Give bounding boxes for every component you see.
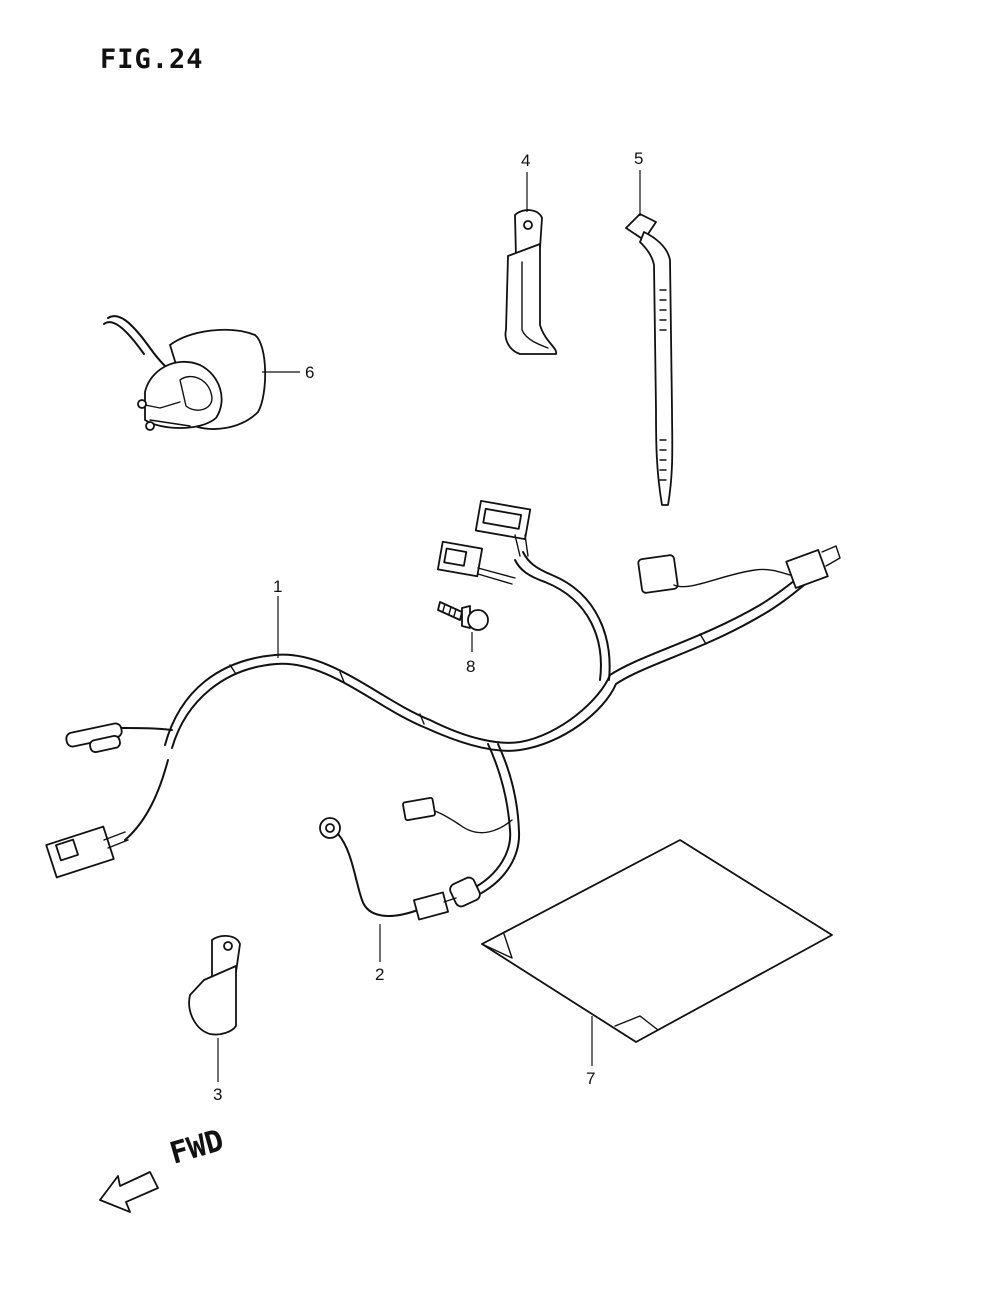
bracket-clamp: [504, 209, 557, 355]
callout-5: 5: [634, 149, 644, 168]
figure-title: FIG.24: [100, 44, 204, 75]
wire-grommet: [103, 315, 267, 431]
ground-lead: [319, 817, 457, 921]
wire-clamp: [188, 935, 241, 1036]
label-sheet: [481, 839, 833, 1043]
bolt: [437, 601, 489, 631]
forward-arrow-icon: [99, 1171, 159, 1213]
callout-1: 1: [273, 577, 283, 596]
callout-7: 7: [586, 1069, 596, 1088]
wiring-harness: [45, 499, 841, 908]
callout-6: 6: [305, 363, 315, 382]
cable-tie: [625, 213, 674, 506]
leader-lines: [217, 170, 641, 1082]
callout-4: 4: [521, 151, 531, 170]
callout-8: 8: [466, 657, 476, 676]
callout-2: 2: [375, 965, 385, 984]
callout-3: 3: [213, 1085, 223, 1104]
